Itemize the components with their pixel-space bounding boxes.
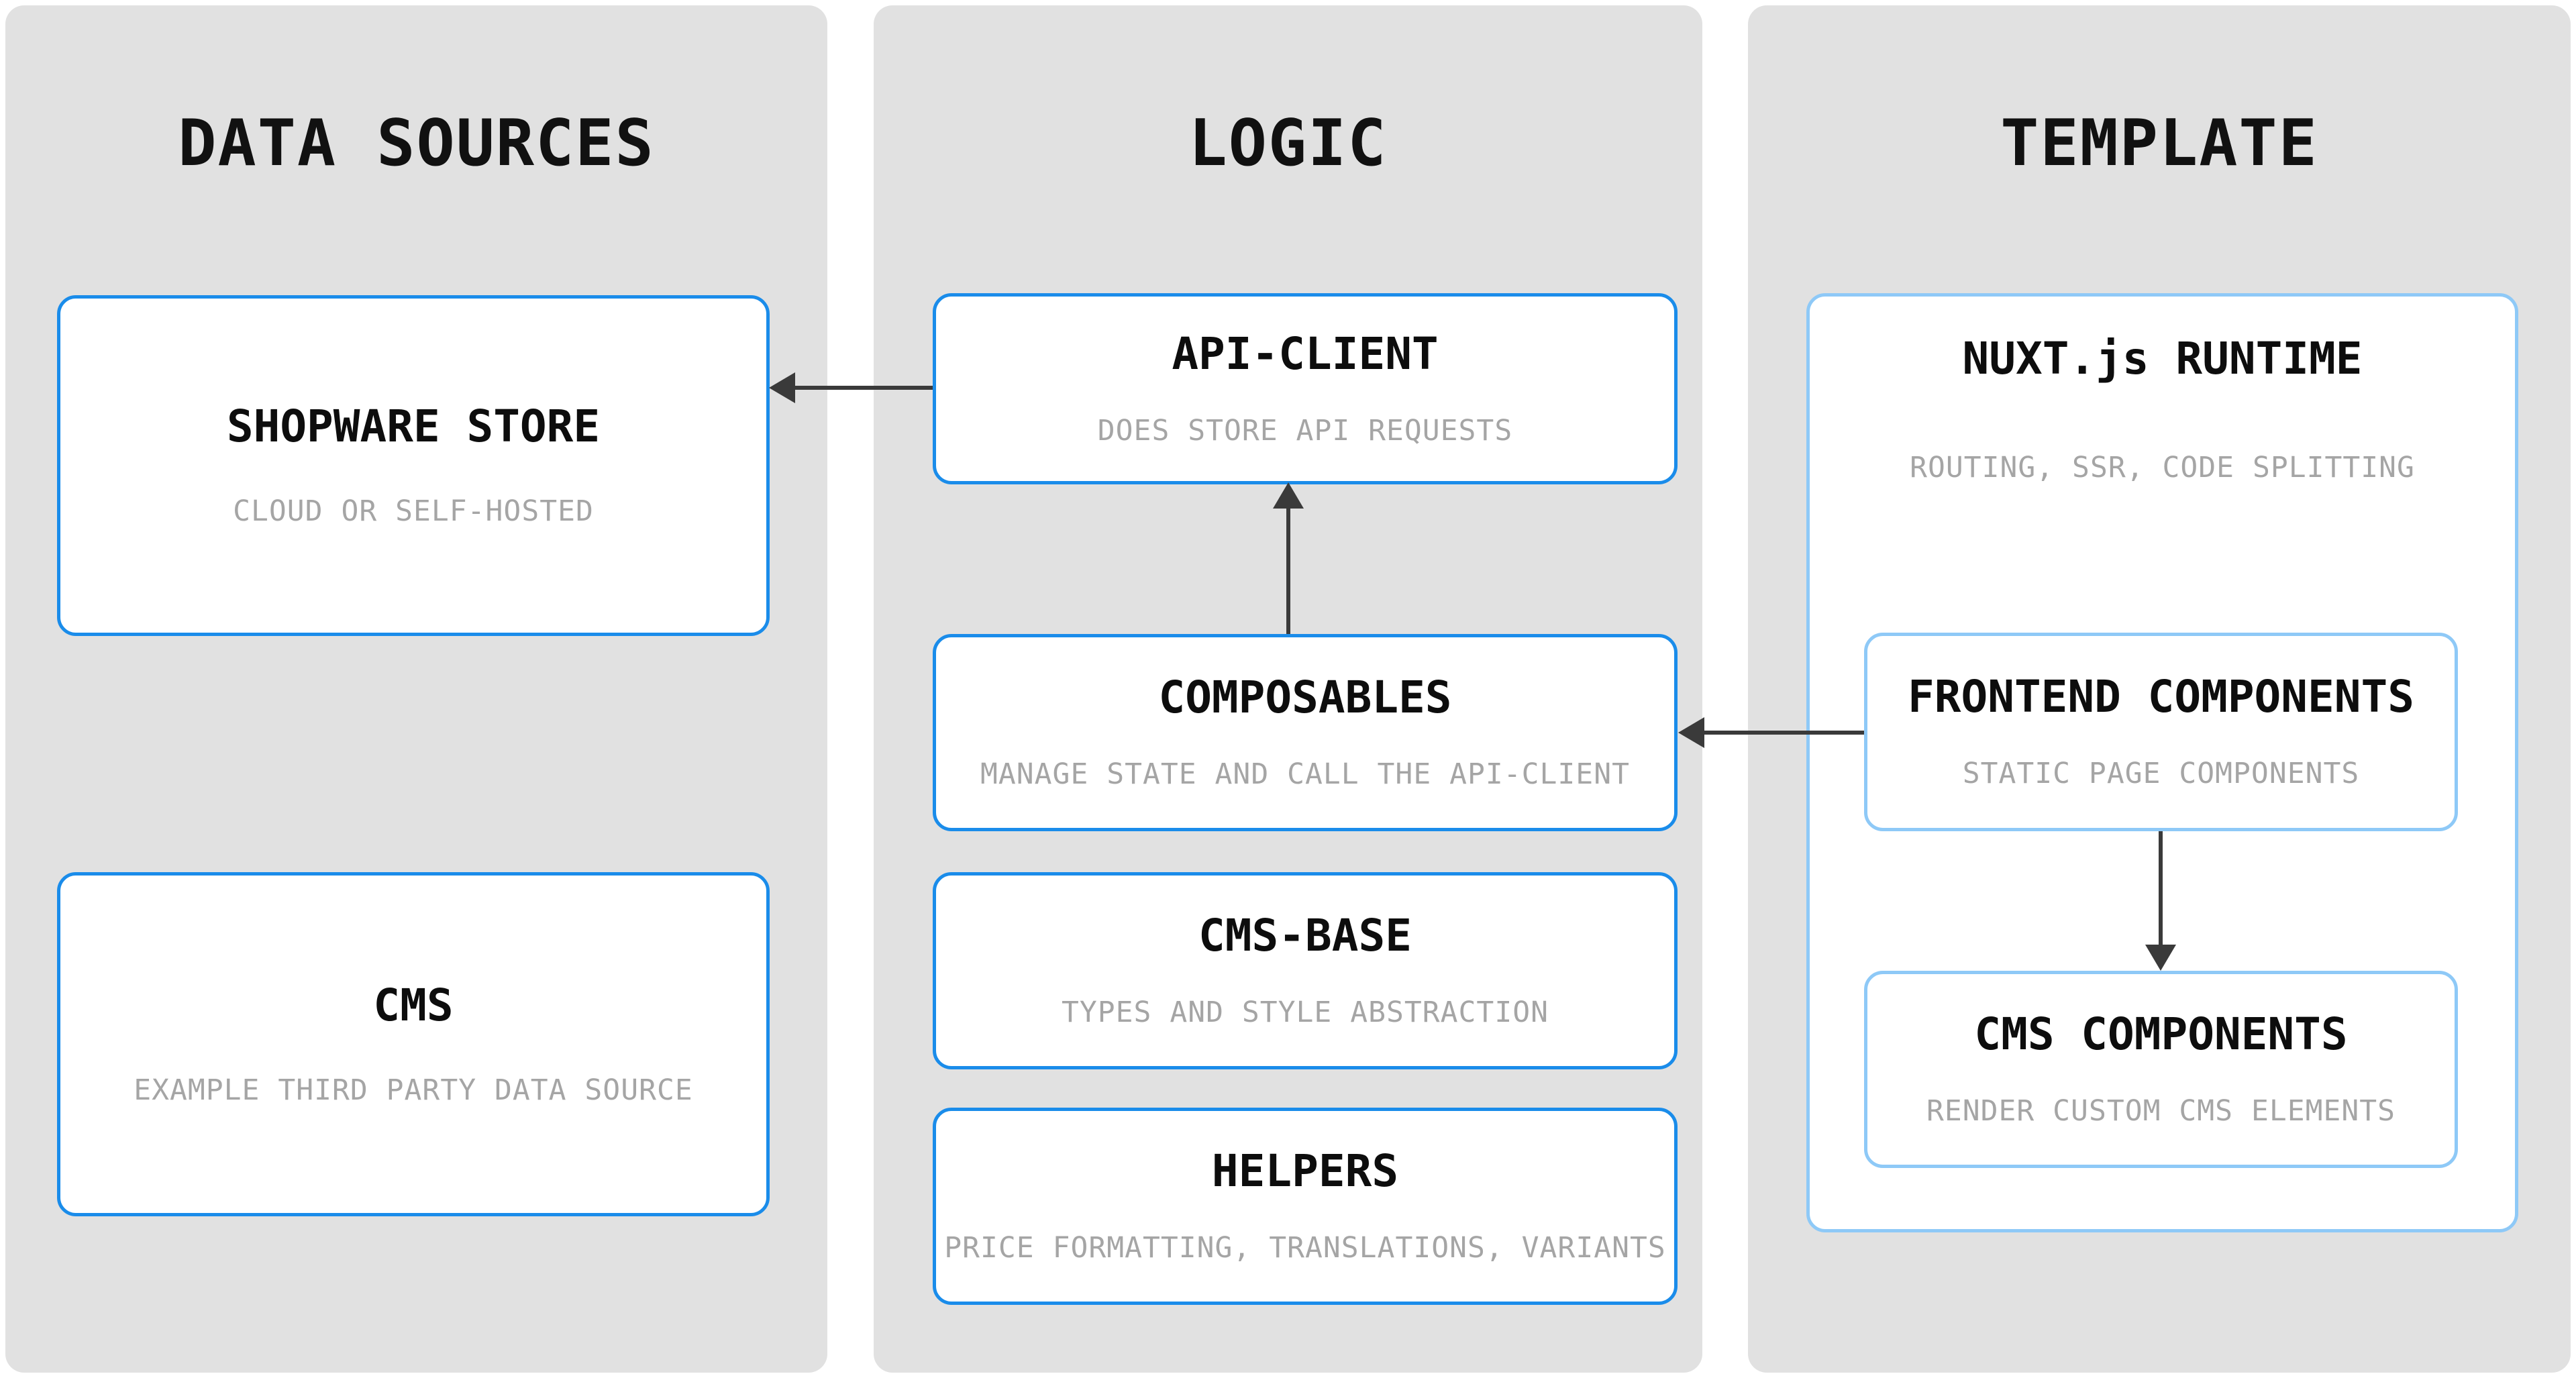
- box-title-frontend-components: FRONTEND COMPONENTS: [1908, 671, 2414, 723]
- box-cms: CMS EXAMPLE THIRD PARTY DATA SOURCE: [57, 872, 770, 1216]
- box-shopware-store: SHOPWARE STORE CLOUD OR SELF-HOSTED: [57, 295, 770, 636]
- box-subtitle-cms: EXAMPLE THIRD PARTY DATA SOURCE: [134, 1073, 693, 1107]
- box-subtitle-frontend-components: STATIC PAGE COMPONENTS: [1962, 757, 2360, 791]
- box-helpers: HELPERS PRICE FORMATTING, TRANSLATIONS, …: [933, 1108, 1678, 1305]
- box-subtitle-cms-base: TYPES AND STYLE ABSTRACTION: [1062, 996, 1549, 1030]
- box-title-nuxt-runtime: NUXT.js RUNTIME: [1962, 333, 2363, 384]
- arrow-shaft: [793, 386, 933, 390]
- arrow-shaft: [1702, 731, 1864, 735]
- box-subtitle-nuxt-runtime: ROUTING, SSR, CODE SPLITTING: [1910, 450, 2415, 484]
- arrowhead-left-icon: [1678, 717, 1704, 748]
- column-header-logic: LOGIC: [1188, 106, 1388, 180]
- box-title-api-client: API-CLIENT: [1172, 327, 1439, 380]
- column-header-template: TEMPLATE: [2000, 106, 2318, 180]
- box-title-shopware-store: SHOPWARE STORE: [226, 401, 601, 453]
- box-title-helpers: HELPERS: [1211, 1145, 1399, 1198]
- box-api-client: API-CLIENT DOES STORE API REQUESTS: [933, 293, 1678, 484]
- box-subtitle-api-client: DOES STORE API REQUESTS: [1097, 413, 1513, 447]
- box-title-cms-base: CMS-BASE: [1198, 910, 1412, 962]
- arrowhead-up-icon: [1273, 482, 1304, 509]
- box-title-composables: COMPOSABLES: [1158, 672, 1452, 724]
- arrowhead-left-icon: [769, 372, 795, 403]
- box-title-cms-components: CMS COMPONENTS: [1974, 1008, 2348, 1061]
- arrow-shaft: [1286, 507, 1290, 634]
- arrow-shaft: [2159, 831, 2163, 947]
- arrowhead-down-icon: [2145, 945, 2176, 971]
- box-frontend-components: FRONTEND COMPONENTS STATIC PAGE COMPONEN…: [1864, 633, 2458, 831]
- box-subtitle-composables: MANAGE STATE AND CALL THE API-CLIENT: [980, 757, 1630, 792]
- column-header-data-sources: DATA SOURCES: [178, 106, 655, 180]
- box-subtitle-shopware-store: CLOUD OR SELF-HOSTED: [233, 494, 594, 529]
- box-title-cms: CMS: [373, 979, 454, 1031]
- box-cms-components: CMS COMPONENTS RENDER CUSTOM CMS ELEMENT…: [1864, 971, 2458, 1168]
- box-composables: COMPOSABLES MANAGE STATE AND CALL THE AP…: [933, 634, 1678, 831]
- box-cms-base: CMS-BASE TYPES AND STYLE ABSTRACTION: [933, 872, 1678, 1069]
- box-subtitle-cms-components: RENDER CUSTOM CMS ELEMENTS: [1926, 1094, 2396, 1128]
- box-subtitle-helpers: PRICE FORMATTING, TRANSLATIONS, VARIANTS: [944, 1231, 1666, 1265]
